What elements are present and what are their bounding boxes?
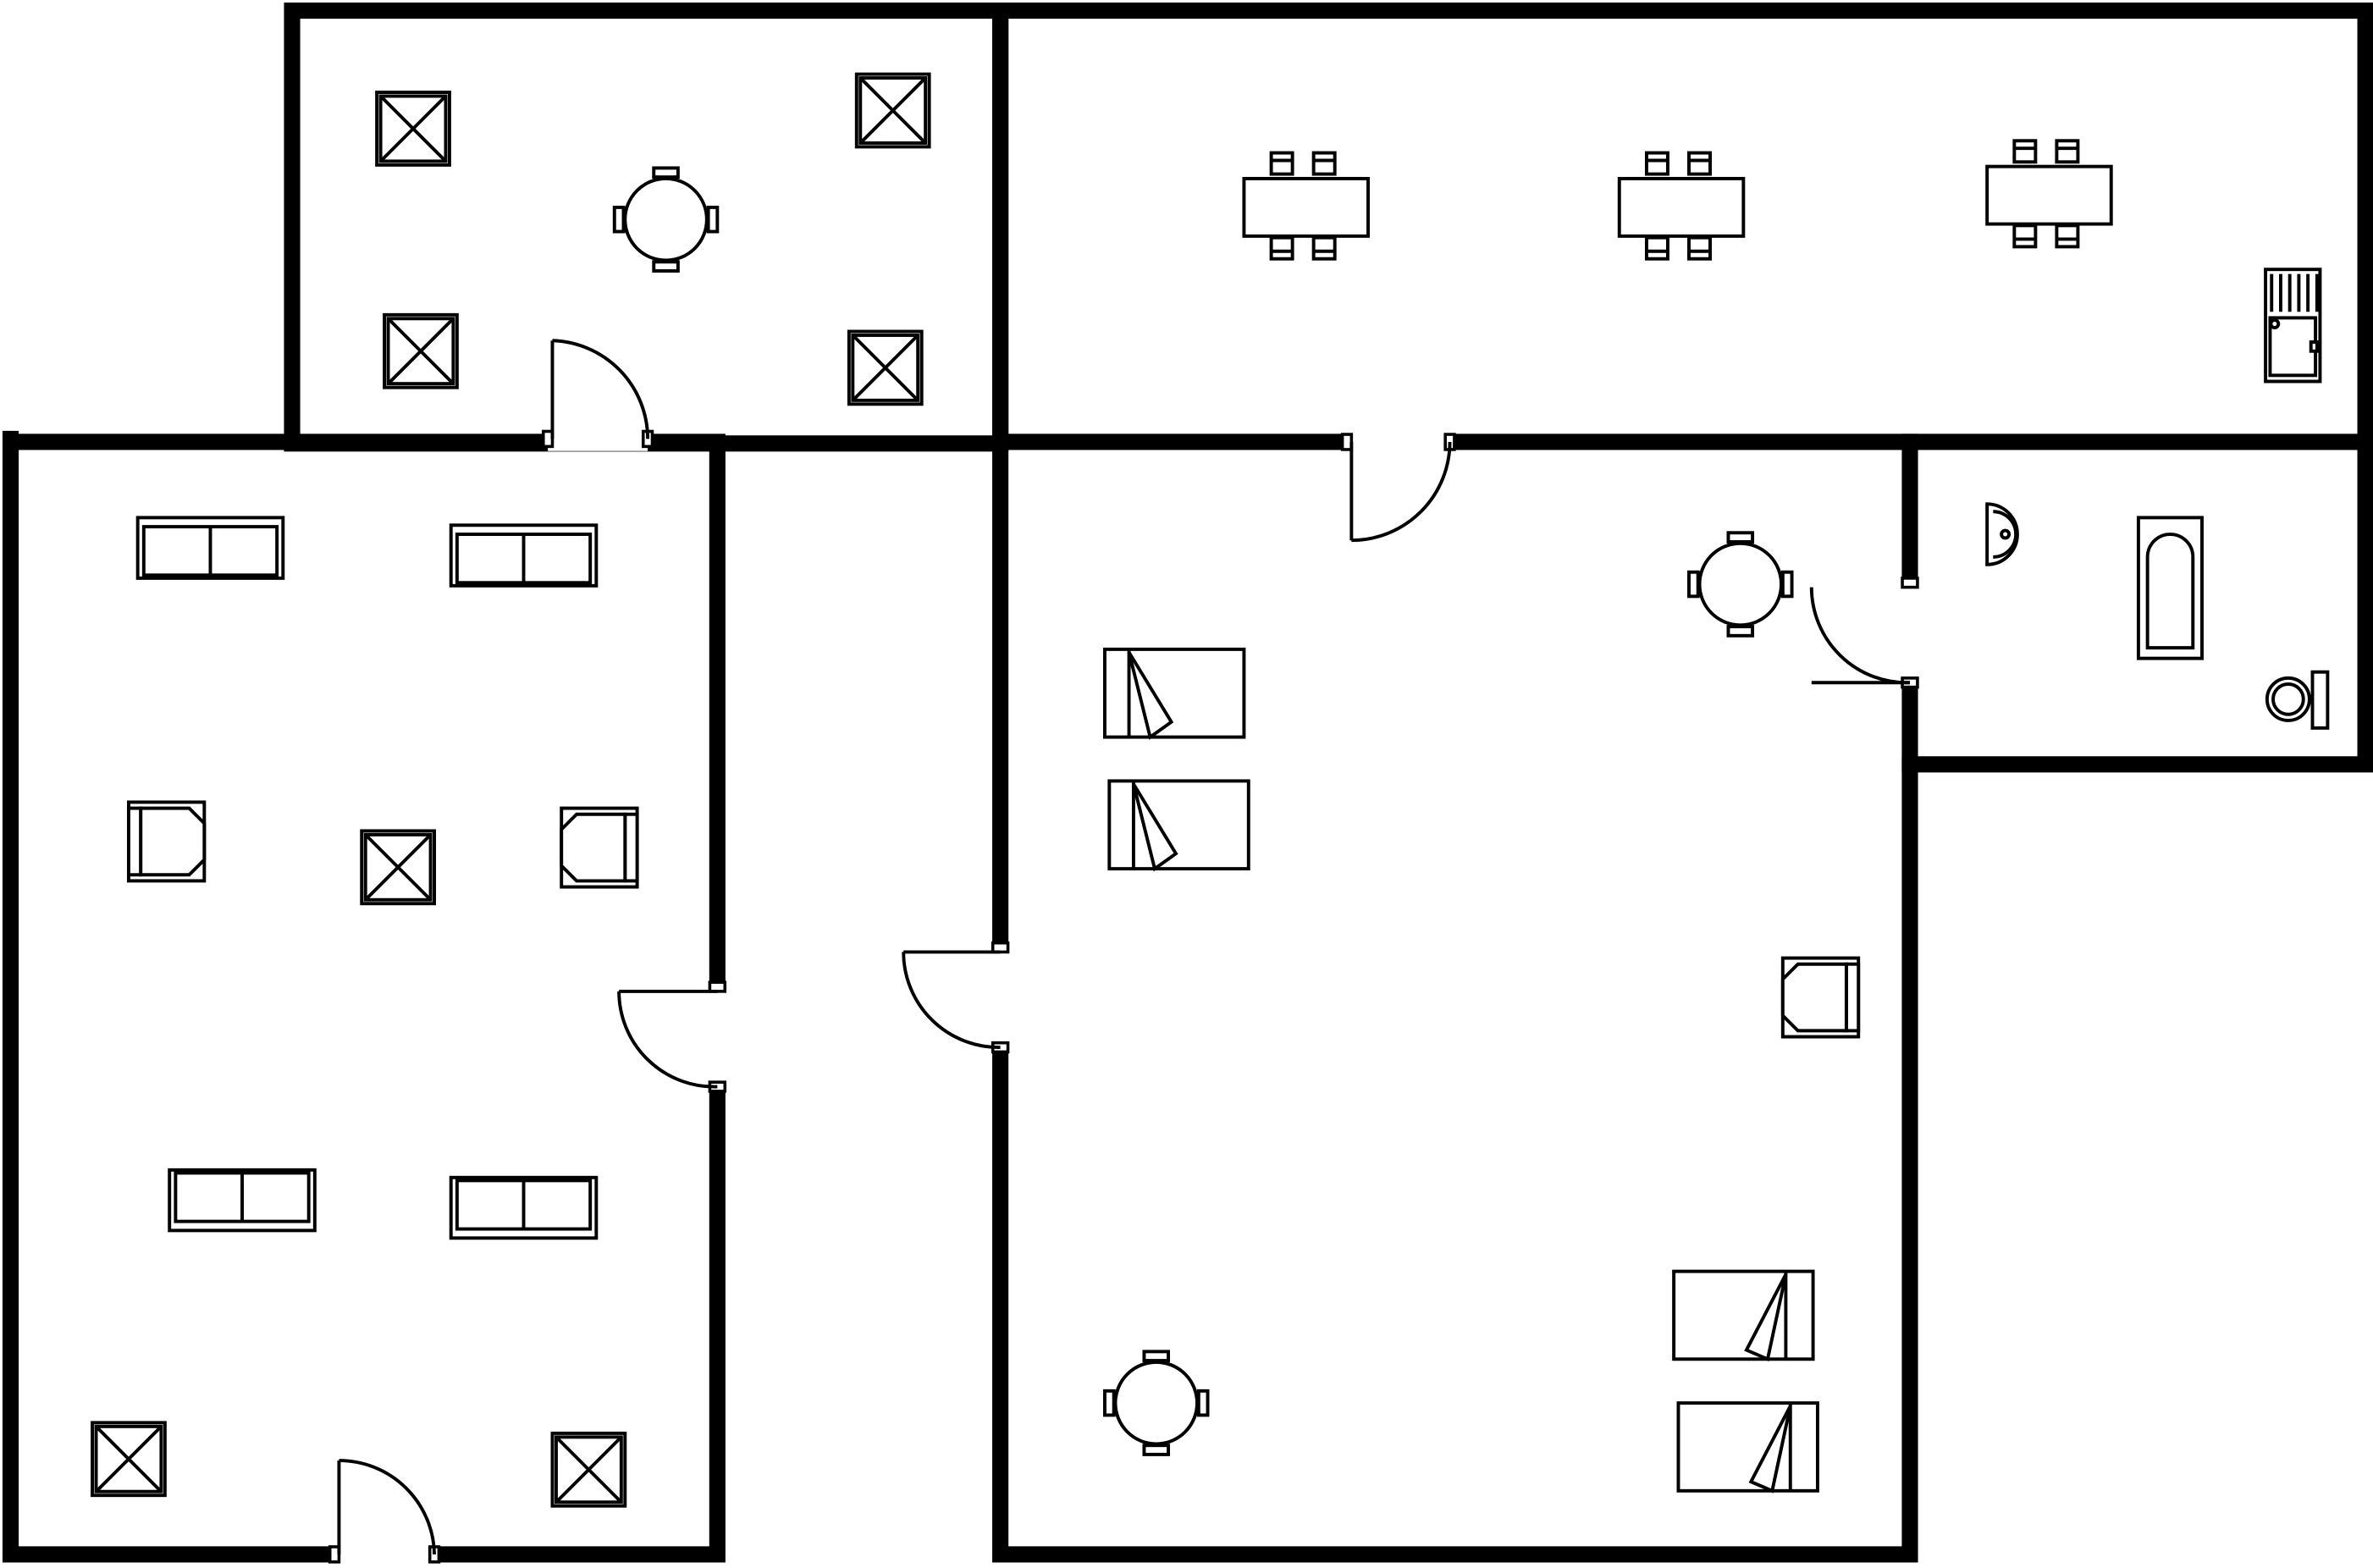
bed-icon xyxy=(1672,1269,1815,1361)
dining-table-icon xyxy=(1617,151,1746,261)
room-top-left-furniture xyxy=(375,72,931,406)
box-icon xyxy=(550,1431,627,1508)
washbasin-icon xyxy=(1985,502,2019,566)
round-table-icon xyxy=(1103,1350,1210,1456)
box-icon xyxy=(375,91,451,167)
bed-icon xyxy=(1107,779,1250,871)
toilet-icon xyxy=(2265,670,2330,730)
round-table-icon xyxy=(612,166,720,273)
sofa-icon xyxy=(135,516,285,580)
sofa-icon xyxy=(449,1175,599,1240)
bed-icon xyxy=(1676,1401,1819,1493)
armchair-icon xyxy=(560,806,639,889)
kitchen-sink-icon xyxy=(2264,268,2322,384)
door-left-room-east[interactable] xyxy=(617,980,730,1093)
round-table-icon xyxy=(1687,531,1794,638)
box-icon xyxy=(91,1421,167,1498)
door-main-room-west[interactable] xyxy=(902,941,1013,1054)
room-dining-furniture xyxy=(1242,139,2322,384)
armchair-icon xyxy=(126,800,207,883)
box-icon xyxy=(360,829,437,906)
box-icon xyxy=(854,72,931,149)
sofa-icon xyxy=(449,523,599,588)
box-icon xyxy=(847,329,924,406)
room-bathroom-fixtures xyxy=(1985,502,2330,730)
door-entrance[interactable] xyxy=(328,1459,441,1567)
door-bathroom[interactable] xyxy=(1809,577,1923,689)
sofa-icon xyxy=(168,1168,317,1233)
box-icon xyxy=(383,312,459,389)
door-top-left-room[interactable] xyxy=(541,339,654,451)
room-left-furniture xyxy=(91,516,639,1508)
bathtub-icon xyxy=(2136,516,2204,660)
door-dining-hall[interactable] xyxy=(1340,429,1456,543)
dining-table-icon xyxy=(1242,151,1370,261)
armchair-icon xyxy=(1780,956,1861,1039)
doors xyxy=(328,339,1923,1567)
dining-table-icon xyxy=(1985,139,2113,249)
bed-icon xyxy=(1103,647,1246,739)
room-main-furniture xyxy=(1103,531,1861,1493)
